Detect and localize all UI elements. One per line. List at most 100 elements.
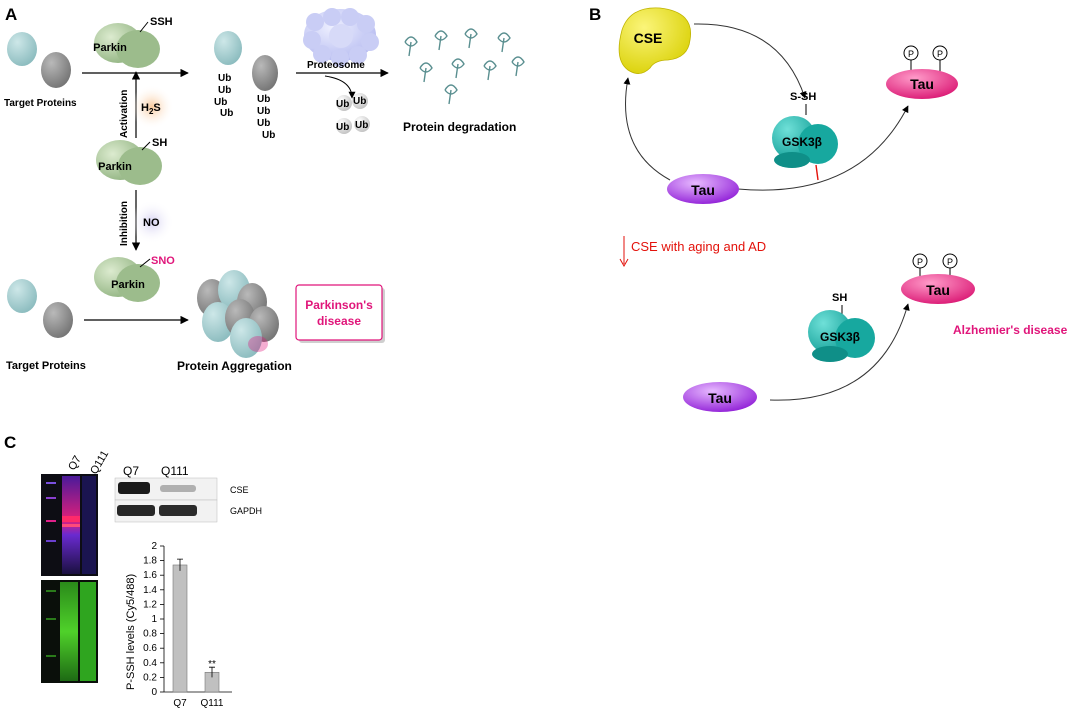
panel-b: B CSE S-SH GSK3β P P [589, 5, 1068, 412]
svg-text:Ub: Ub [218, 73, 231, 84]
svg-text:GSK3β: GSK3β [820, 330, 860, 344]
svg-text:Tau: Tau [926, 282, 950, 298]
arrow-tau-to-ptau-top [737, 105, 909, 191]
ub-chain-left: Ub Ub Ub Ub [214, 73, 233, 119]
y-tick-label: 0.4 [143, 658, 157, 669]
sh-label-b: SH [832, 292, 847, 304]
gel-cy5-image [41, 474, 98, 576]
tau-phospho-bottom: P P Tau [901, 253, 975, 304]
panel-a: A Target Proteins Parkin SSH Activation … [4, 5, 525, 373]
svg-text:Tau: Tau [691, 182, 715, 198]
svg-text:Ub: Ub [220, 108, 233, 119]
parkin-bottom: Parkin SNO [94, 255, 175, 302]
x-tick-label: Q7 [173, 698, 187, 709]
ub-target-teal [214, 31, 242, 65]
svg-text:Parkin: Parkin [111, 279, 145, 291]
y-tick-label: 1 [151, 614, 157, 625]
released-ub: Ub Ub Ub Ub [336, 93, 370, 134]
decrease-arrow-head [619, 258, 629, 268]
gel-q111-label: Q111 [88, 449, 111, 477]
parkinsons-box [295, 284, 383, 341]
h2s-glow [130, 85, 174, 129]
cse-blot-label: CSE [230, 485, 249, 495]
target-protein-gray-bottom [43, 302, 73, 338]
bar-q7 [172, 564, 188, 693]
cse-blot-band [114, 477, 218, 501]
gsk3b-top: S-SH GSK3β [772, 91, 838, 168]
svg-text:GSK3β: GSK3β [782, 135, 822, 149]
svg-text:Ub: Ub [336, 122, 349, 133]
arrow-tau-to-ptau-bottom [769, 303, 910, 401]
y-axis-label: P-SSH levels (Cy5/488) [125, 574, 137, 690]
panel-c-letter: C [4, 433, 16, 452]
s-sh-label: S-SH [790, 91, 816, 103]
y-tick-label: 0.2 [143, 672, 157, 683]
svg-text:Ub: Ub [353, 96, 366, 107]
tau-phospho-top: P P Tau [886, 45, 958, 99]
protein-aggregation-label: Protein Aggregation [177, 359, 292, 373]
tau-top-left: Tau [667, 174, 739, 204]
y-tick-label: 1.8 [143, 556, 157, 567]
no-label: NO [143, 217, 160, 229]
sh-label-a: SH [152, 137, 167, 149]
blot-q111-label: Q111 [161, 464, 189, 478]
gapdh-blot-label: GAPDH [230, 506, 262, 516]
alzheimers-label: Alzhemier's disease [953, 323, 1068, 337]
arrow-tau-to-cse [623, 77, 671, 181]
error-bar [209, 666, 215, 678]
ub-chain-right: Ub Ub Ub Ub [257, 94, 275, 141]
arrow-cse-to-gsk [693, 23, 807, 99]
proteosome-icon [303, 8, 379, 67]
gel-488-image [41, 580, 98, 683]
gapdh-blot-band [114, 499, 218, 523]
svg-text:P: P [917, 257, 923, 267]
inhibition-bar [815, 164, 819, 181]
svg-text:Tau: Tau [910, 76, 934, 92]
svg-text:P: P [947, 257, 953, 267]
target-proteins-label-bottom: Target Proteins [6, 360, 86, 372]
y-tick-label: 1.4 [143, 585, 157, 596]
no-glow [130, 200, 174, 244]
svg-text:Ub: Ub [336, 99, 349, 110]
degraded-peptides-icon [404, 28, 525, 105]
panel-a-letter: A [5, 5, 17, 24]
sno-label: SNO [151, 255, 175, 267]
y-tick-label: 0.6 [143, 643, 157, 654]
svg-text:CSE: CSE [634, 30, 663, 46]
svg-text:Tau: Tau [708, 390, 732, 406]
y-tick-label: 1.6 [143, 570, 157, 581]
ub-release-arrow [324, 75, 356, 99]
ssh-label: SSH [150, 16, 173, 28]
target-protein-teal [7, 32, 37, 66]
h2s-label: H2S [141, 102, 161, 116]
protein-aggregate-icon [197, 270, 279, 358]
ub-target-gray [252, 55, 278, 91]
cse-enzyme: CSE [618, 7, 692, 74]
error-bar [177, 558, 183, 571]
svg-text:Ub: Ub [257, 106, 270, 117]
y-tick-label: 1.2 [143, 599, 157, 610]
proteosome-label: Proteosome [307, 60, 365, 71]
svg-text:Ub: Ub [257, 118, 270, 129]
target-protein-teal-bottom [7, 279, 37, 313]
svg-text:Parkin: Parkin [93, 42, 127, 54]
blot-q7-label: Q7 [123, 464, 139, 478]
activation-label: Activation [119, 90, 130, 138]
gsk3b-bottom: SH GSK3β [808, 292, 875, 362]
panel-c: C Q7 Q111 Q7 Q111 [4, 433, 262, 709]
parkin-top: Parkin SSH [93, 16, 173, 68]
svg-text:Ub: Ub [355, 120, 368, 131]
svg-text:Ub: Ub [257, 94, 270, 105]
parkinsons-line1: Parkinson's [305, 298, 373, 312]
svg-text:P: P [908, 49, 914, 59]
svg-text:Ub: Ub [214, 97, 227, 108]
panel-b-letter: B [589, 5, 601, 24]
svg-text:Parkin: Parkin [98, 161, 132, 173]
svg-text:P: P [937, 49, 943, 59]
target-proteins-label: Target Proteins [4, 98, 77, 109]
cse-aging-label: CSE with aging and AD [631, 239, 766, 254]
svg-text:Ub: Ub [262, 130, 275, 141]
tau-bottom-left: Tau [683, 382, 757, 412]
parkinsons-line2: disease [317, 314, 361, 328]
